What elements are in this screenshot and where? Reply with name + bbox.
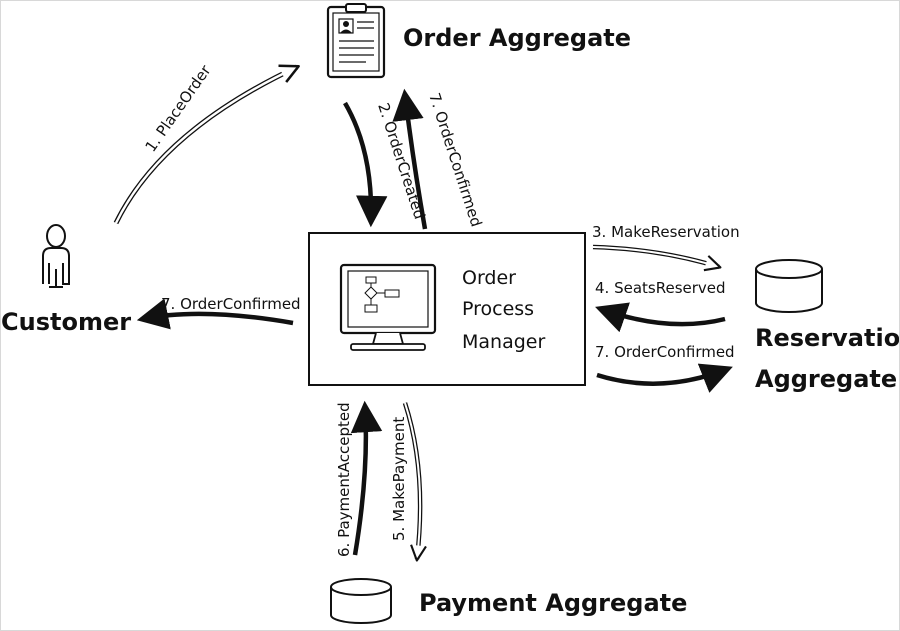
make-reservation-label: 3. MakeReservation <box>592 223 740 241</box>
person-icon <box>42 224 70 288</box>
process-manager-label-line1: Order <box>462 267 516 289</box>
order-confirmed-to-reservation-label: 7. OrderConfirmed <box>595 343 735 361</box>
process-manager-label-line2: Process <box>462 298 534 320</box>
reservation-database-icon <box>755 259 823 313</box>
order-confirmed-to-order-arrow <box>392 88 428 230</box>
order-confirmed-to-reservation-arrow <box>596 363 733 393</box>
payment-accepted-arrow <box>350 400 383 556</box>
seats-reserved-label: 4. SeatsReserved <box>595 279 726 297</box>
make-payment-label: 5. MakePayment <box>390 417 408 541</box>
order-created-arrow <box>343 101 388 228</box>
reservation-aggregate-label-line1: Reservation <box>755 324 899 352</box>
payment-accepted-label: 6. PaymentAccepted <box>335 402 353 557</box>
order-confirmed-to-customer-label: 7. OrderConfirmed <box>161 295 301 313</box>
payment-database-icon <box>330 578 392 624</box>
order-confirmed-to-customer-arrow <box>136 298 294 330</box>
process-manager-box: Order Process Manager <box>308 232 586 386</box>
seats-reserved-arrow <box>595 302 726 333</box>
make-reservation-arrow <box>592 244 720 270</box>
order-aggregate-label: Order Aggregate <box>403 24 631 52</box>
payment-aggregate-label: Payment Aggregate <box>419 589 687 617</box>
reservation-aggregate-label-line2: Aggregate <box>755 365 897 393</box>
customer-label: Customer <box>1 308 131 336</box>
order-confirmed-to-order-label: 7. OrderConfirmed <box>425 91 485 229</box>
clipboard-icon <box>326 3 386 79</box>
monitor-flowchart-icon <box>339 263 437 351</box>
process-manager-label-line3: Manager <box>462 331 545 353</box>
